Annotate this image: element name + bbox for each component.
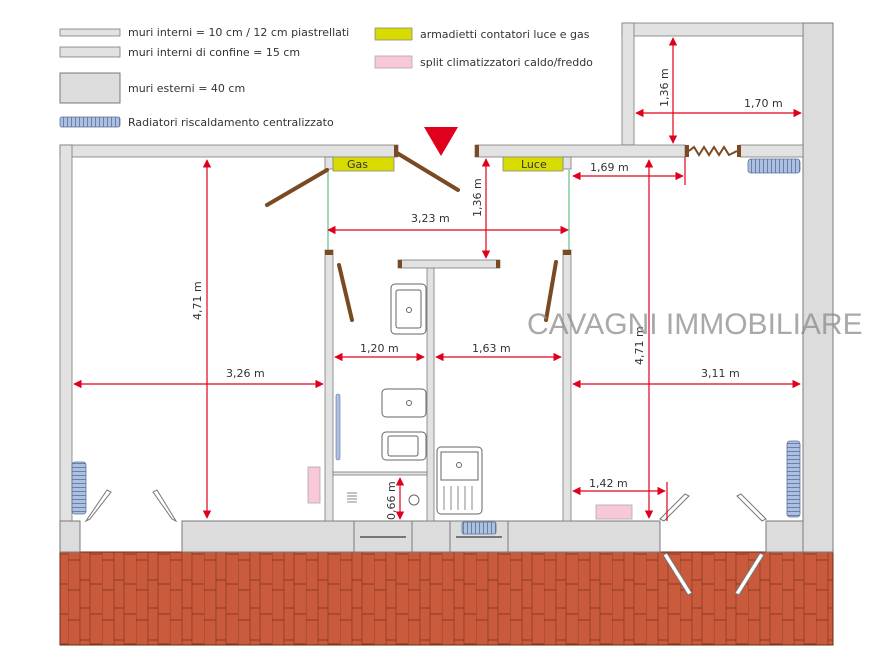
bottom-wall-seg	[59, 520, 81, 553]
legend-item-radiator: Radiatori riscaldamento centralizzato	[59, 116, 334, 129]
legend-label: Radiatori riscaldamento centralizzato	[128, 116, 334, 129]
radiator-icon	[461, 521, 497, 535]
dim-left-room-width: 3,26 m	[226, 367, 265, 380]
annex-left-wall	[621, 22, 635, 146]
dim-right-top-offset: 1,69 m	[590, 161, 629, 174]
dim-annex-width: 1,70 m	[744, 97, 783, 110]
shower-divider	[332, 471, 428, 476]
entrance-arrow-icon	[424, 127, 458, 156]
bottom-wall-seg	[181, 520, 355, 553]
legend-label: muri esterni = 40 cm	[128, 82, 245, 95]
dimension-lines: 4,71 m 3,26 m 3,23 m 1,36 m 1,20 m 1,63 …	[73, 37, 802, 521]
radiator-icon	[747, 158, 801, 174]
radiator-icon	[71, 461, 87, 515]
ac-split-icon	[595, 504, 633, 520]
luce-meter-cabinet: Luce	[502, 156, 564, 172]
bath-kitchen-divider	[426, 264, 435, 522]
bathroom-door-leaf	[337, 263, 354, 322]
entrance-door-leaf	[395, 151, 460, 192]
doors	[265, 145, 741, 322]
dim-right-bottom-offset: 1,42 m	[589, 477, 628, 490]
top-wall-middle	[474, 144, 686, 158]
gas-label: Gas	[347, 158, 368, 171]
dim-entry-depth: 1,36 m	[471, 178, 484, 217]
bottom-wall-seg	[507, 520, 661, 553]
fixtures	[335, 283, 483, 515]
dim-bath-width: 1,20 m	[360, 342, 399, 355]
dim-entry-width: 3,23 m	[411, 212, 450, 225]
thin-wall-swatch	[59, 28, 121, 37]
bottom-wall-seg	[765, 520, 804, 553]
bidet-icon	[381, 388, 427, 418]
top-wall-right	[739, 144, 804, 158]
legend: muri interni = 10 cm / 12 cm piastrellat…	[59, 26, 593, 129]
dim-left-room-height: 4,71 m	[191, 281, 204, 320]
legend-label: armadietti contatori luce e gas	[420, 28, 590, 41]
terrace-floor	[59, 551, 834, 646]
external-wall-swatch	[59, 72, 121, 104]
legend-label: split climatizzatori caldo/freddo	[420, 56, 593, 69]
radiator-icon	[786, 440, 801, 518]
legend-label: muri interni di confine = 15 cm	[128, 46, 300, 59]
french-windows	[84, 489, 767, 596]
towel-radiator-icon	[335, 393, 341, 461]
luce-label: Luce	[521, 158, 547, 171]
dim-right-room-width: 3,11 m	[701, 367, 740, 380]
legend-item-external-wall: muri esterni = 40 cm	[59, 72, 245, 104]
annex-top-wall	[621, 22, 804, 37]
border-wall-swatch	[59, 46, 121, 58]
legend-item-border-wall: muri interni di confine = 15 cm	[59, 46, 300, 59]
shower-head-icon	[408, 494, 420, 506]
folding-door-icon	[688, 145, 738, 157]
bath-left-wall	[324, 249, 334, 522]
legend-item-meter-cabinet: armadietti contatori luce e gas	[374, 27, 590, 41]
bottom-wall-seg	[411, 520, 451, 553]
top-wall-left	[59, 144, 399, 158]
luce-post	[562, 156, 572, 170]
left-room-door-leaf	[265, 168, 329, 207]
meter-cabinet-swatch	[374, 27, 413, 41]
dim-annex-depth: 1,36 m	[658, 68, 671, 107]
watermark: CAVAGNI IMMOBILIARE	[527, 308, 863, 341]
gas-post	[324, 156, 334, 170]
kitchen-right-wall	[562, 249, 572, 522]
kitchen-door-leaf	[544, 260, 558, 322]
external-wall-right	[802, 22, 834, 553]
legend-item-ac-split: split climatizzatori caldo/freddo	[374, 55, 593, 69]
dim-shower-depth: 0,66 m	[385, 481, 398, 520]
left-wall	[59, 144, 73, 522]
ac-split-icon	[307, 466, 321, 504]
dim-right-room-height: 4,71 m	[633, 326, 646, 365]
radiator-icon	[59, 116, 121, 128]
dim-kitchen-width: 1,63 m	[472, 342, 511, 355]
corridor-top-wall	[397, 259, 501, 269]
gas-meter-cabinet: Gas	[332, 156, 395, 172]
ac-split-swatch	[374, 55, 413, 69]
annex-room	[621, 22, 804, 146]
legend-item-thin-wall: muri interni = 10 cm / 12 cm piastrellat…	[59, 26, 349, 39]
legend-label: muri interni = 10 cm / 12 cm piastrellat…	[128, 26, 349, 39]
